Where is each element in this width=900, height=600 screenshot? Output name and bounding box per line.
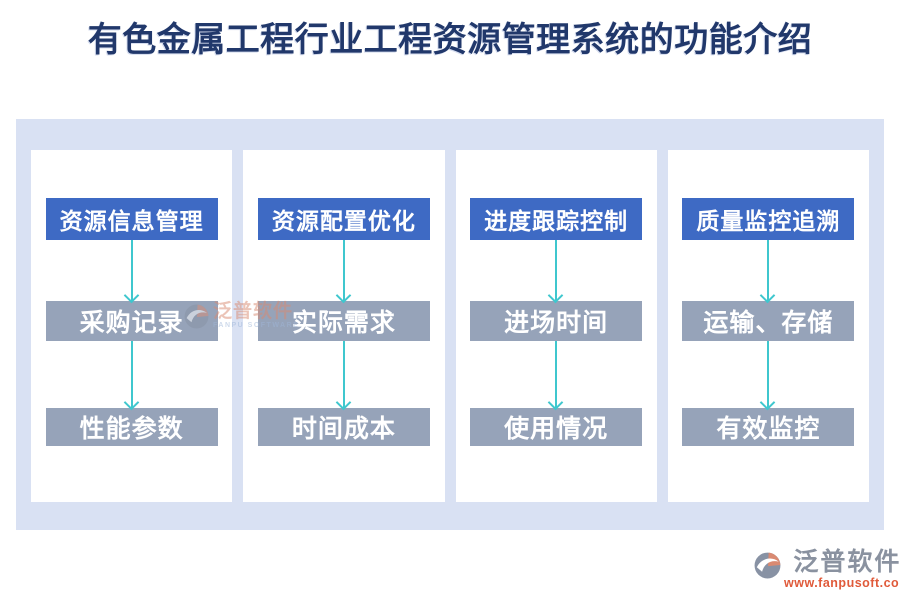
column-item: 时间成本 <box>257 408 430 446</box>
footer-website-text: www.fanpusoft.com <box>784 576 900 590</box>
column-quality-monitoring: 质量监控追溯 运输、存储 有效监控 <box>667 150 869 502</box>
down-arrow-icon <box>130 240 133 301</box>
fanpu-logo-icon <box>754 552 781 579</box>
column-resource-allocation: 资源配置优化 实际需求 时间成本 <box>243 150 445 502</box>
diagram-panel: 资源信息管理 采购记录 性能参数 资源配置优化 实际需求 时间成本 进度跟踪控制… <box>16 119 884 530</box>
column-header: 进度跟踪控制 <box>470 198 643 240</box>
column-progress-tracking: 进度跟踪控制 进场时间 使用情况 <box>455 150 657 502</box>
column-resource-info: 资源信息管理 采购记录 性能参数 <box>31 150 233 502</box>
down-arrow-icon <box>342 341 345 408</box>
column-item: 有效监控 <box>682 408 855 446</box>
down-arrow-icon <box>767 341 770 408</box>
footer-brand-text: 泛普软件 <box>793 549 900 576</box>
column-item: 运输、存储 <box>682 301 855 341</box>
down-arrow-icon <box>342 240 345 301</box>
column-header: 资源信息管理 <box>45 198 218 240</box>
column-item: 性能参数 <box>45 408 218 446</box>
page-title: 有色金属工程行业工程资源管理系统的功能介绍 <box>87 22 813 59</box>
down-arrow-icon <box>767 240 770 301</box>
column-header: 资源配置优化 <box>257 198 430 240</box>
column-item: 进场时间 <box>470 301 643 341</box>
down-arrow-icon <box>555 240 558 301</box>
column-header: 质量监控追溯 <box>682 198 855 240</box>
column-item: 采购记录 <box>45 301 218 341</box>
footer-brand-logo: 泛普软件 www.fanpusoft.com <box>754 550 900 590</box>
down-arrow-icon <box>555 341 558 408</box>
down-arrow-icon <box>130 341 133 408</box>
column-item: 实际需求 <box>257 301 430 341</box>
column-item: 使用情况 <box>470 408 643 446</box>
